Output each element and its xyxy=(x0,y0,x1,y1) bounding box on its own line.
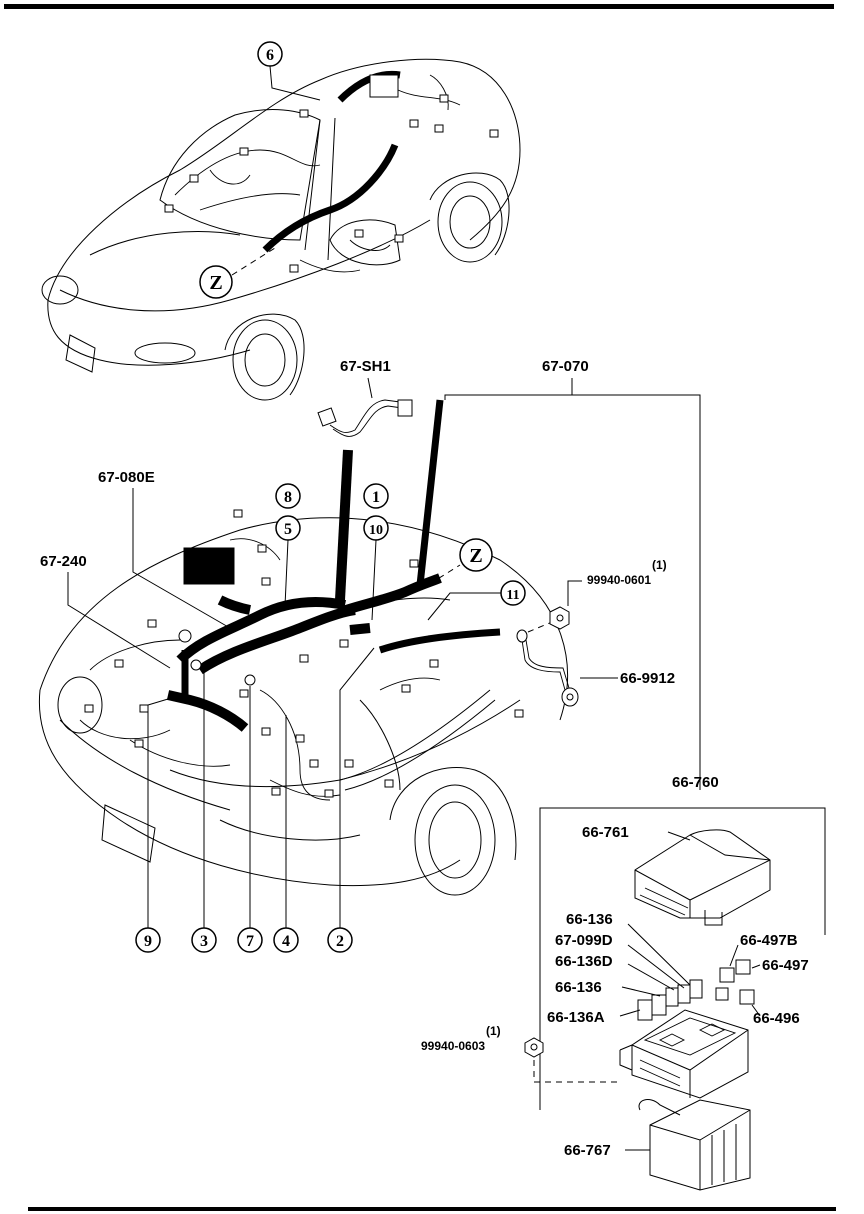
nut-99940-0601: (1) 99940-0601 xyxy=(527,558,667,633)
callout-6: 6 xyxy=(257,41,283,67)
callout-10: 10 xyxy=(363,515,389,621)
callout-5: 5 xyxy=(275,515,301,607)
label-66-496: 66-496 xyxy=(753,1010,800,1027)
callout-7: 7 xyxy=(237,686,263,953)
label-66-760: 66-760 xyxy=(672,774,719,791)
label-67-240: 67-240 xyxy=(40,553,87,570)
svg-text:7: 7 xyxy=(246,933,254,950)
callout-8: 8 xyxy=(275,483,301,509)
label-99940-0601: 99940-0601 xyxy=(587,573,651,587)
label-67-SH1: 67-SH1 xyxy=(340,358,391,375)
label-66-136-a: 66-136 xyxy=(566,911,613,928)
leader-67-240: 67-240 xyxy=(40,553,171,669)
lower-car-illustration xyxy=(38,399,568,896)
svg-text:1: 1 xyxy=(372,489,380,506)
nut-99940-0603: (1) 99940-0603 xyxy=(421,1024,620,1083)
svg-text:6: 6 xyxy=(266,47,274,64)
leader-67-070: 67-070 xyxy=(444,358,701,790)
callout-3: 3 xyxy=(191,672,217,953)
label-66-136D: 66-136D xyxy=(555,953,613,970)
svg-text:5: 5 xyxy=(284,521,292,538)
label-67-070: 67-070 xyxy=(542,358,589,375)
fuse-box-detail: 66-760 66-761 66-136 67-099D 66-136D 66-… xyxy=(421,774,826,1191)
svg-text:Z: Z xyxy=(209,272,222,294)
callout-z-top: Z xyxy=(199,265,233,299)
leader-67-080E: 67-080E xyxy=(98,469,231,629)
callout-2: 2 xyxy=(327,647,375,953)
callout-4: 4 xyxy=(273,715,299,953)
callout-1: 1 xyxy=(363,483,389,509)
label-66-497: 66-497 xyxy=(762,957,809,974)
callout-11: 11 xyxy=(427,580,526,621)
label-67-099D: 67-099D xyxy=(555,932,613,949)
label-66-9912: 66-9912 xyxy=(620,670,675,687)
label-66-767: 66-767 xyxy=(564,1142,611,1159)
svg-text:10: 10 xyxy=(369,523,383,538)
bottom-rule xyxy=(28,1207,836,1211)
top-rule xyxy=(4,4,834,9)
callout-z-mid: Z xyxy=(419,538,493,591)
label-66-761: 66-761 xyxy=(582,824,629,841)
label-nut1-qty: (1) xyxy=(652,558,667,572)
label-66-497B: 66-497B xyxy=(740,932,798,949)
svg-text:9: 9 xyxy=(144,933,152,950)
label-67-080E: 67-080E xyxy=(98,469,155,486)
svg-text:11: 11 xyxy=(506,588,519,603)
svg-text:Z: Z xyxy=(469,545,482,567)
label-66-136-b: 66-136 xyxy=(555,979,602,996)
fuse-group xyxy=(619,923,703,1021)
callout-9: 9 xyxy=(135,692,189,953)
label-nut2-qty: (1) xyxy=(486,1024,501,1038)
svg-text:2: 2 xyxy=(336,933,344,950)
label-66-136A: 66-136A xyxy=(547,1009,605,1026)
svg-text:4: 4 xyxy=(282,933,290,950)
label-99940-0603: 99940-0603 xyxy=(421,1039,485,1053)
relay-group xyxy=(715,944,761,1017)
ground-cable-66-9912: 66-9912 xyxy=(516,629,675,707)
svg-text:8: 8 xyxy=(284,489,292,506)
sub-harness-67-SH1: 67-SH1 xyxy=(317,358,413,437)
svg-text:3: 3 xyxy=(200,933,208,950)
top-car-illustration xyxy=(41,58,521,401)
